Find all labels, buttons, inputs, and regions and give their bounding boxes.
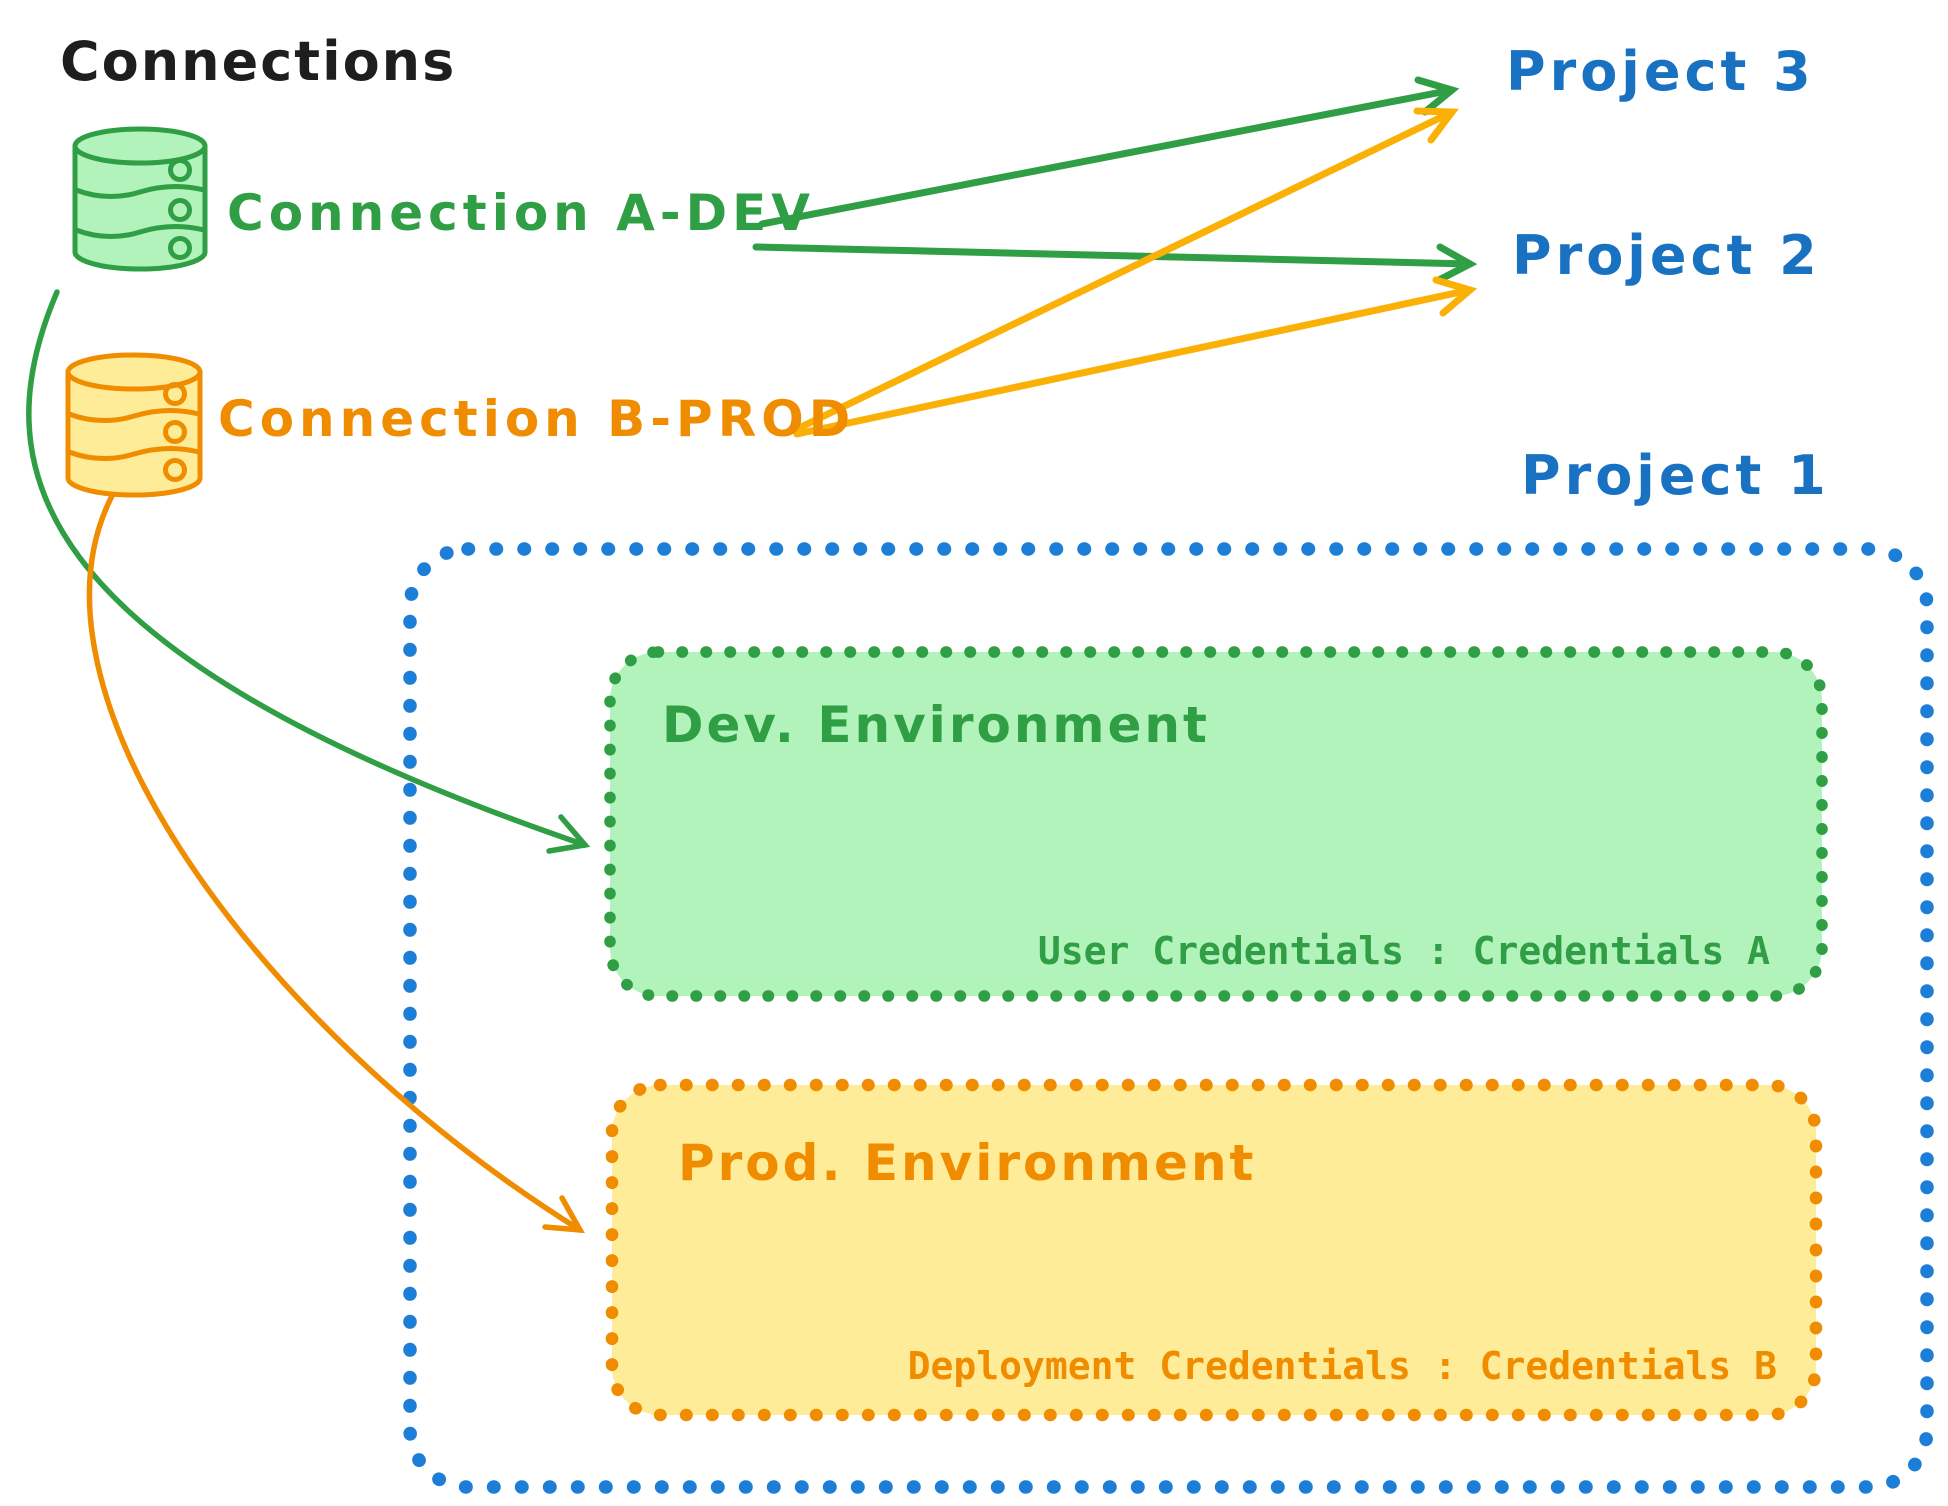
database-divider (66, 445, 202, 462)
dev-environment-box (604, 646, 1828, 1002)
database-port (168, 236, 192, 260)
connection-b-prod-label: Connection B-PROD (218, 390, 856, 448)
connections-title: Connections (60, 30, 457, 93)
database-top (72, 126, 208, 166)
arrow-bprod-prodenv-curve (86, 491, 583, 1233)
database-port (163, 382, 187, 406)
arrow-adev-project2 (752, 243, 1474, 268)
project-3-label: Project 3 (1506, 40, 1815, 103)
prod-environment-box (605, 1078, 1823, 1422)
arrowhead-adev-project3 (1414, 76, 1460, 116)
arrowhead-bprod-project3 (1413, 107, 1459, 144)
project1-boundary-box (403, 542, 1934, 1494)
arrow-adev-dev-environment (26, 289, 591, 854)
arrow-adev-devenv-curve (26, 289, 588, 848)
database-port (168, 158, 192, 182)
project-2-label: Project 2 (1512, 224, 1821, 287)
arrow-bprod-project2 (793, 286, 1474, 438)
database-icon-a-dev (72, 126, 208, 272)
arrow-bprod-project3 (791, 108, 1456, 434)
database-divider (73, 183, 207, 200)
arrows-adev-to-projects (752, 76, 1478, 284)
database-port (168, 198, 192, 222)
database-divider (73, 223, 207, 240)
prod-environment-title: Prod. Environment (678, 1134, 1257, 1192)
arrows-bprod-to-projects (791, 107, 1478, 438)
database-divider (66, 407, 202, 424)
arrowhead-adev-devenv (546, 814, 591, 854)
prod-environment-credentials: Deployment Credentials : Credentials B (907, 1344, 1777, 1388)
arrowhead-adev-project2 (1435, 243, 1478, 284)
arrow-adev-project3 (758, 86, 1456, 228)
dev-environment-title: Dev. Environment (662, 696, 1210, 754)
database-port (163, 458, 187, 482)
arrow-bprod-prod-environment (86, 491, 585, 1234)
database-port (163, 420, 187, 444)
arrowhead-bprod-prodenv (542, 1195, 585, 1234)
database-top (65, 352, 203, 392)
dev-environment-credentials: User Credentials : Credentials A (1037, 929, 1770, 973)
database-icon-b-prod (65, 352, 203, 498)
arrowhead-bprod-project2 (1432, 276, 1478, 317)
project-1-label: Project 1 (1521, 444, 1830, 507)
connection-a-dev-label: Connection A-DEV (227, 184, 815, 242)
